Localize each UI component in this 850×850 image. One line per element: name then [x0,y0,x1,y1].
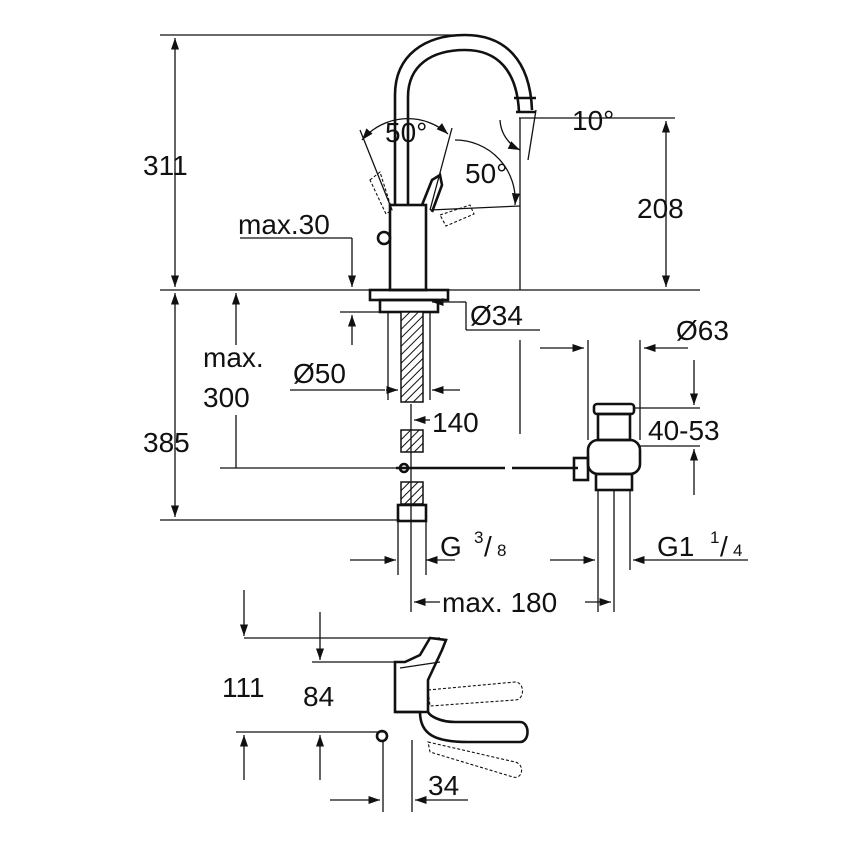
waste-body [596,412,632,442]
waste-rod-nut [572,456,590,482]
label-max-length-b: 300 [203,382,250,413]
spout-tip [514,96,536,114]
label-max-length-a: max. [203,342,264,373]
label-spout-height: 208 [637,193,684,224]
ghost-lever-up [427,681,524,707]
threaded-shank [400,311,424,403]
side-base [395,710,529,744]
waste-bottom [594,472,634,492]
label-max-deck: max.30 [238,209,330,240]
label-hole-dia: Ø34 [470,300,523,331]
label-max-180: max. 180 [442,587,557,618]
label-angle-spout: 10° [572,105,614,136]
label-reach: 140 [432,407,479,438]
waste-cap [592,402,636,416]
label-angle-right: 50° [465,158,507,189]
waste-assembly [572,402,642,612]
spout-inner [406,48,521,205]
label-waste-range: 40-53 [648,415,720,446]
lever-knob [376,230,392,246]
label-side-height: 111 [222,672,265,703]
label-thread-g: G [440,531,462,562]
faucet-side-view [236,590,529,812]
svg-text:/: / [720,531,728,562]
deck-plate [378,298,440,314]
label-total-height: 311 [143,150,188,181]
label-thread-g-num: 3 [474,528,483,547]
dimension-lines [160,34,748,612]
svg-text:/: / [484,531,492,562]
faucet-front-view [368,33,578,523]
label-side-depth: 34 [428,770,459,801]
label-side-handle: 84 [303,681,334,712]
label-thread-g-den: 8 [497,541,506,560]
faucet-body [388,203,428,292]
label-below-deck: 385 [143,427,190,458]
label-thread-waste-num: 1 [710,528,719,547]
escutcheon [368,288,450,302]
label-escutcheon-dia: Ø50 [293,358,346,389]
hose-connector [400,481,424,505]
label-waste-dia: Ø63 [676,315,729,346]
hose-segment [400,429,424,453]
waste-flange [586,438,642,476]
label-angle-left: 50° [385,117,427,148]
side-body [393,636,448,714]
label-thread-waste: G1 [657,531,694,562]
hose-nut [396,503,428,523]
dimension-labels: 311 50° 50° 10° 208 max.30 Ø34 Ø50 max. … [143,105,742,801]
label-thread-waste-den: 4 [733,541,742,560]
